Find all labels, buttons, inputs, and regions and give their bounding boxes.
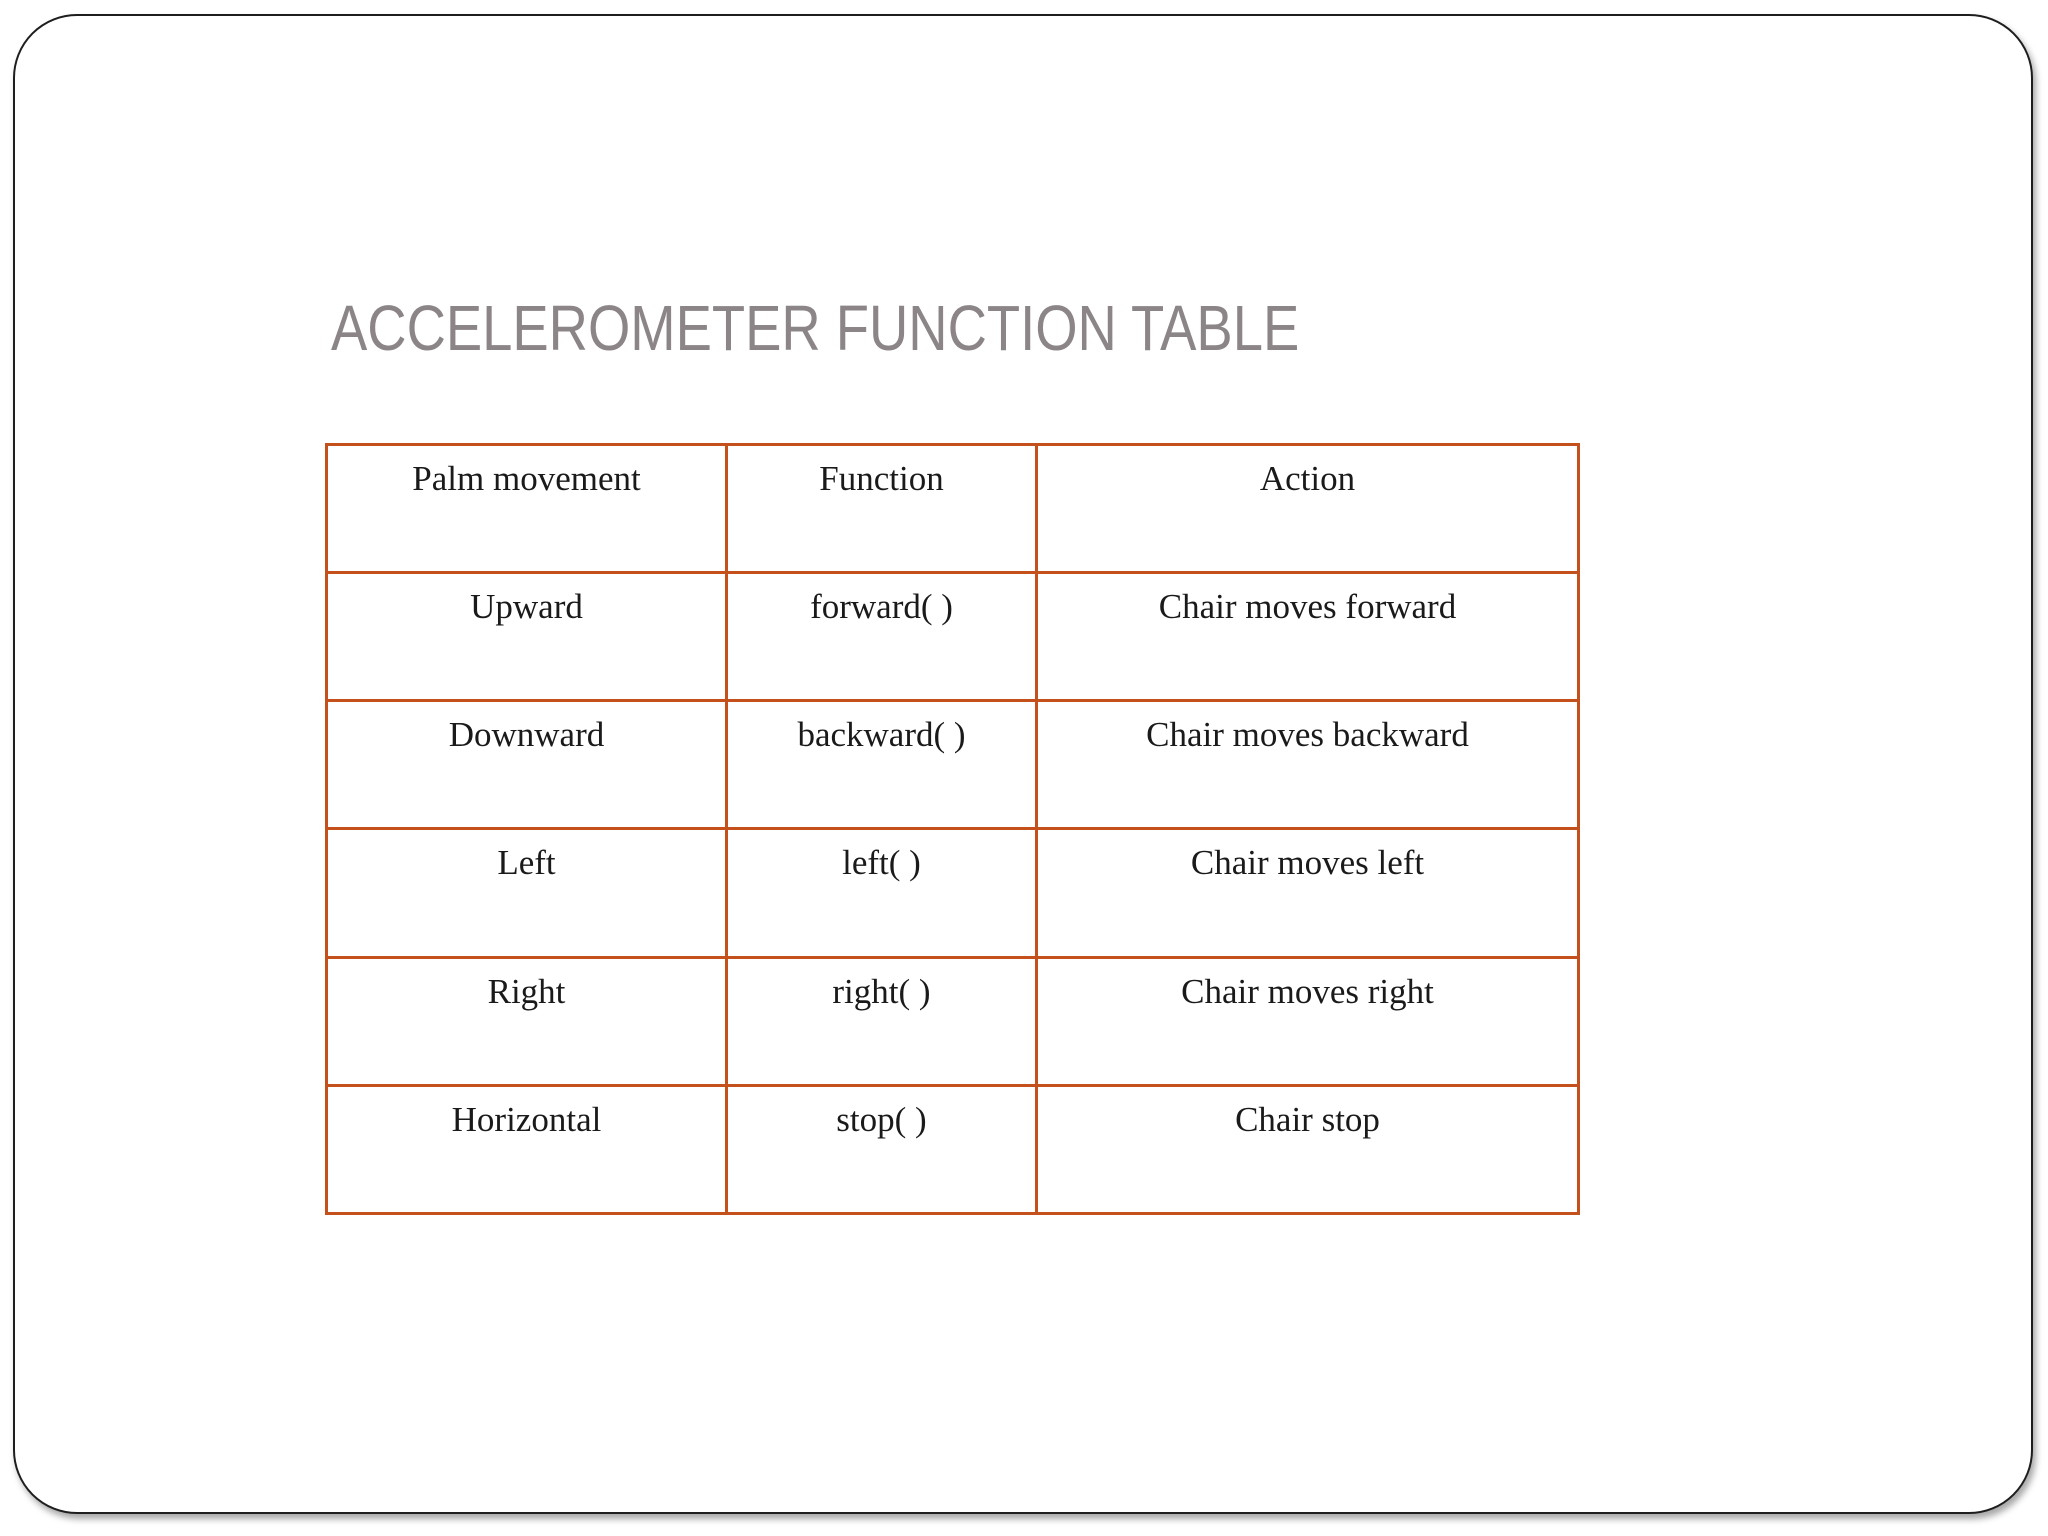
table-cell: Downward <box>325 699 728 831</box>
table-cell: Chair stop <box>1035 1083 1580 1216</box>
table-row: Right right( ) Chair moves right <box>325 955 1580 1087</box>
table-cell: right( ) <box>725 955 1038 1087</box>
column-header-palm-movement: Palm movement <box>325 442 728 575</box>
table-cell: stop( ) <box>725 1083 1038 1216</box>
table-cell: left( ) <box>725 827 1038 959</box>
table-cell: Horizontal <box>325 1083 728 1216</box>
table-header-row: Palm movement Function Action <box>325 442 1580 575</box>
table-cell: Chair moves forward <box>1035 571 1580 703</box>
table-row: Upward forward( ) Chair moves forward <box>325 571 1580 703</box>
table-cell: backward( ) <box>725 699 1038 831</box>
table-cell: Left <box>325 827 728 959</box>
table-row: Left left( ) Chair moves left <box>325 827 1580 959</box>
slide-title: ACCELEROMETER FUNCTION TABLE <box>331 292 1300 364</box>
table-row: Downward backward( ) Chair moves backwar… <box>325 699 1580 831</box>
table-cell: Chair moves backward <box>1035 699 1580 831</box>
table-cell: Upward <box>325 571 728 703</box>
column-header-function: Function <box>725 442 1038 575</box>
table-cell: Right <box>325 955 728 1087</box>
table-cell: Chair moves right <box>1035 955 1580 1087</box>
accelerometer-function-table: Palm movement Function Action Upward for… <box>325 442 1580 1216</box>
table-cell: Chair moves left <box>1035 827 1580 959</box>
table-row: Horizontal stop( ) Chair stop <box>325 1083 1580 1216</box>
slide-frame: ACCELEROMETER FUNCTION TABLE Palm moveme… <box>13 14 2033 1514</box>
table-cell: forward( ) <box>725 571 1038 703</box>
column-header-action: Action <box>1035 442 1580 575</box>
